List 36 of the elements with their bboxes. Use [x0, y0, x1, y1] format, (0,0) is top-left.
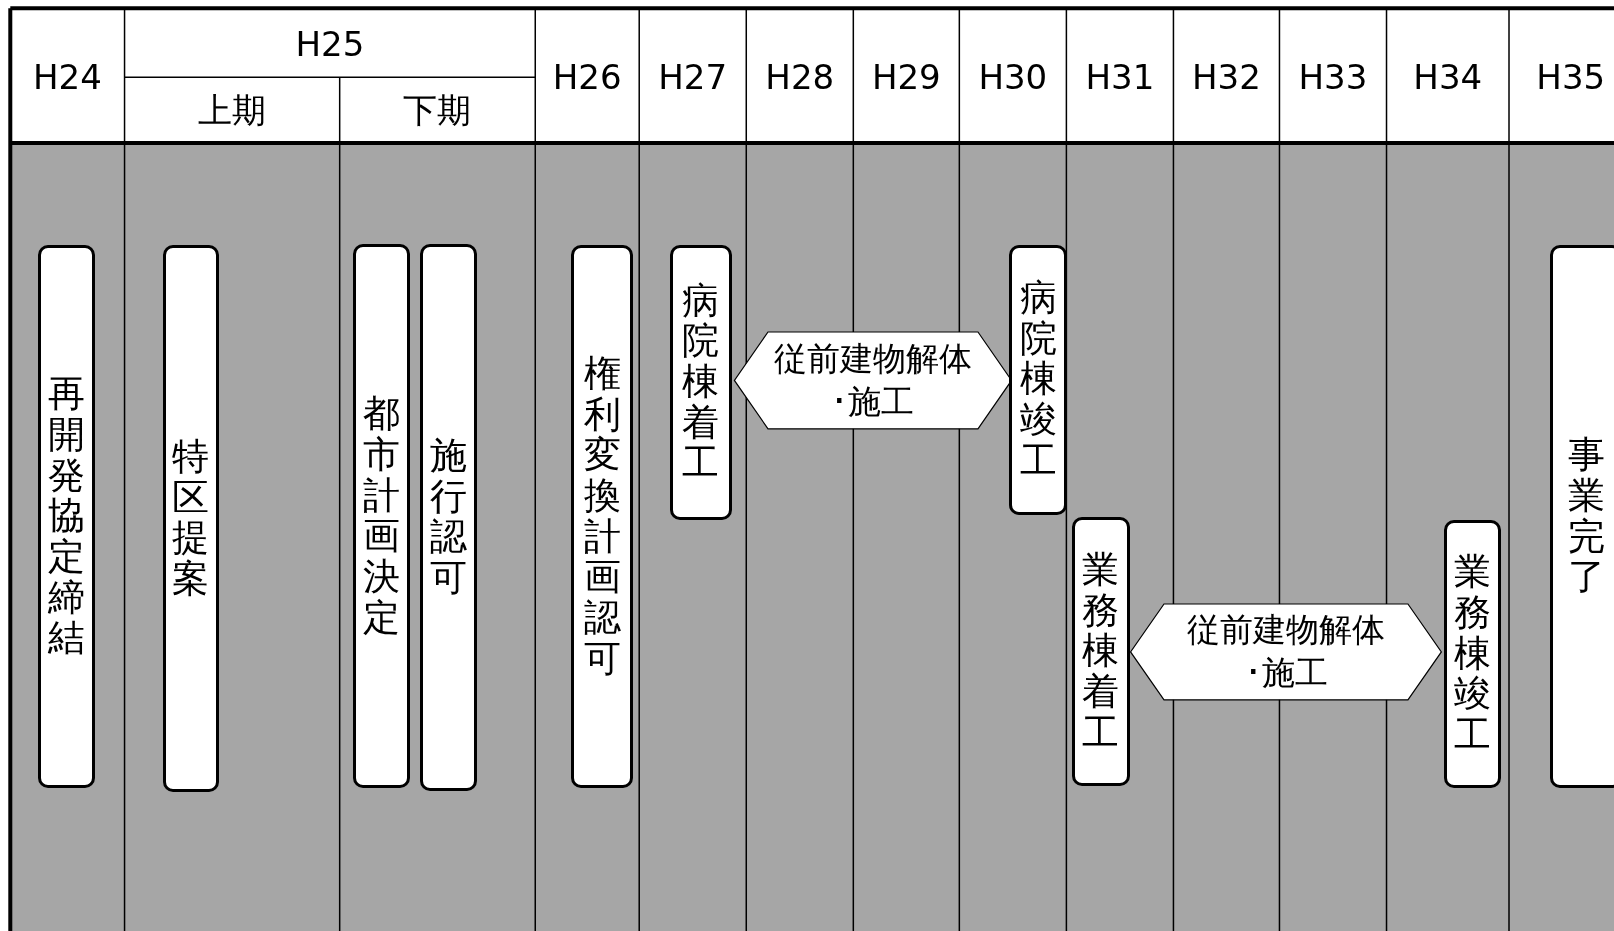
year-label: H32: [1191, 55, 1262, 99]
milestone-box: [670, 244, 732, 520]
year-label: H31: [1084, 55, 1156, 99]
milestone-box: [1071, 516, 1131, 787]
milestone-box: [38, 244, 95, 789]
year-label: H28: [764, 55, 836, 99]
year-label: H29: [870, 55, 942, 99]
node-text: 特区提案: [172, 436, 210, 600]
node-text: 権利変換計画認可: [583, 353, 621, 680]
milestone-box: [353, 243, 410, 789]
year-label: H30: [977, 55, 1049, 99]
year-label: H26: [551, 55, 623, 99]
milestone-box: [419, 243, 477, 791]
period-label: 下期: [402, 89, 473, 133]
milestone-box: [1444, 519, 1501, 789]
node-text: 病院棟竣工: [1019, 278, 1057, 482]
node-text: 事業完了: [1567, 435, 1605, 599]
milestone-box: [1550, 244, 1614, 789]
node-text: 従前建物解体･施工: [772, 337, 973, 423]
node-text: 従前建物解体･施工: [1186, 609, 1387, 695]
node-text: 施行認可: [429, 435, 467, 599]
year-label: H35: [1535, 55, 1607, 99]
year-label: H25: [294, 22, 366, 66]
milestone-box: [571, 244, 634, 789]
year-label: H27: [657, 55, 729, 99]
period-label: 上期: [197, 89, 268, 133]
milestone-box: [1008, 244, 1068, 515]
year-label: H34: [1412, 55, 1484, 99]
node-text: 業務棟竣工: [1453, 552, 1491, 756]
node-text: 業務棟着工: [1082, 549, 1120, 754]
year-label: H24: [32, 55, 103, 99]
milestone-box: [162, 244, 220, 792]
node-text: 再開発協定締結: [47, 374, 85, 660]
node-text: 病院棟着工: [682, 280, 720, 485]
node-text: 都市計画決定: [362, 394, 400, 639]
year-label: H33: [1297, 55, 1369, 99]
